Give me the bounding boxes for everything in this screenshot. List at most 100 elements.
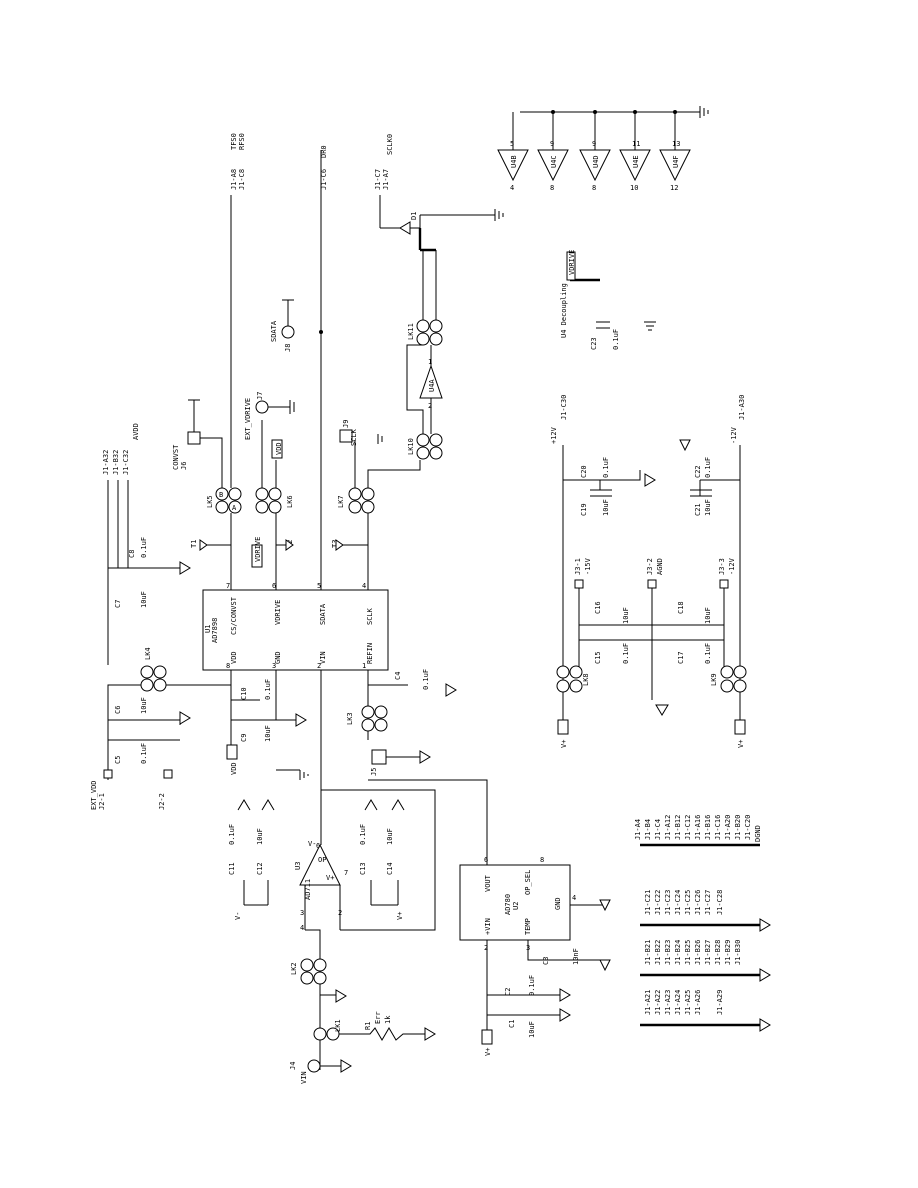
svg-text:U4F: U4F (672, 155, 680, 168)
svg-text:10uF: 10uF (622, 607, 630, 624)
link-lk3[interactable]: LK3 (346, 705, 388, 732)
svg-text:SCLK: SCLK (350, 428, 358, 446)
svg-text:J1-B29: J1-B29 (724, 940, 732, 965)
svg-text:V+: V+ (396, 912, 404, 920)
svg-text:J1-B24: J1-B24 (674, 940, 682, 965)
svg-text:2: 2 (484, 944, 488, 952)
svg-text:U3: U3 (294, 862, 302, 870)
svg-text:J4: J4 (289, 1062, 297, 1070)
svg-text:VIN: VIN (319, 651, 327, 664)
svg-text:10uF: 10uF (140, 591, 148, 608)
svg-text:C9: C9 (240, 734, 248, 742)
svg-text:AD711: AD711 (304, 879, 312, 900)
svg-text:6: 6 (272, 582, 276, 590)
svg-text:C19: C19 (580, 503, 588, 516)
svg-text:AGND: AGND (656, 558, 664, 575)
u1-ref: U1 (204, 625, 212, 633)
svg-text:10uF: 10uF (704, 607, 712, 624)
svg-text:10uF: 10uF (704, 499, 712, 516)
svg-text:GND: GND (274, 651, 282, 664)
svg-text:SDATA: SDATA (319, 603, 327, 625)
svg-text:J1-C12: J1-C12 (684, 815, 692, 840)
svg-text:TFS0: TFS0 (230, 133, 238, 150)
link-lk5[interactable]: LK5 (206, 487, 242, 514)
svg-text:SDATA: SDATA (270, 320, 278, 342)
svg-text:C6: C6 (114, 706, 122, 714)
u4-inverters: U4B U4C U4D U4E U4F 5 9 9 11 13 4 8 8 10… (497, 140, 691, 192)
svg-text:0.1uF: 0.1uF (228, 824, 236, 845)
svg-text:LK8: LK8 (582, 673, 590, 686)
svg-text:10uF: 10uF (602, 499, 610, 516)
svg-text:0.1uF: 0.1uF (704, 457, 712, 478)
svg-text:5: 5 (317, 582, 321, 590)
svg-text:J8: J8 (284, 344, 292, 352)
svg-text:A: A (232, 504, 237, 512)
svg-text:C14: C14 (386, 862, 394, 875)
j6-label: J6 (180, 462, 188, 470)
svg-text:AVDD: AVDD (132, 423, 140, 440)
svg-text:J1-B4: J1-B4 (644, 819, 652, 840)
svg-text:VDD: VDD (230, 651, 238, 664)
svg-text:C17: C17 (677, 651, 685, 664)
svg-text:3: 3 (300, 909, 304, 917)
svg-text:C1: C1 (508, 1020, 516, 1028)
svg-text:10nF: 10nF (572, 948, 580, 965)
svg-text:J1-A32: J1-A32 (102, 450, 110, 475)
svg-text:12: 12 (670, 184, 678, 192)
link-lk9[interactable]: LK9 (710, 665, 747, 693)
svg-text:OP: OP (318, 856, 326, 864)
svg-text:1: 1 (428, 358, 432, 366)
svg-text:J1-A4: J1-A4 (634, 819, 642, 840)
svg-text:8: 8 (550, 184, 554, 192)
svg-text:J1-B16: J1-B16 (704, 815, 712, 840)
svg-text:VOUT: VOUT (484, 874, 492, 892)
svg-text:0.1uF: 0.1uF (359, 824, 367, 845)
svg-text:J1-A25: J1-A25 (684, 990, 692, 1015)
svg-text:OP_SEL: OP_SEL (524, 870, 532, 895)
svg-text:C23: C23 (590, 337, 598, 350)
svg-text:J1-A26: J1-A26 (694, 990, 702, 1015)
svg-text:J1-C4: J1-C4 (654, 819, 662, 840)
svg-text:J1-C28: J1-C28 (716, 890, 724, 915)
svg-text:J1-A22: J1-A22 (654, 990, 662, 1015)
svg-text:6: 6 (316, 842, 320, 850)
svg-text:+12V: +12V (550, 426, 558, 444)
link-lk4[interactable]: LK4 (140, 647, 167, 692)
link-lk2[interactable]: LK2 (290, 958, 327, 985)
svg-text:10uF: 10uF (528, 1021, 536, 1038)
svg-text:0.1uF: 0.1uF (622, 643, 630, 664)
link-lk10[interactable]: LK10 (407, 433, 443, 460)
svg-text:J1-B26: J1-B26 (694, 940, 702, 965)
svg-text:J3-3: J3-3 (718, 558, 726, 575)
svg-text:4: 4 (572, 894, 576, 902)
svg-text:GND: GND (554, 897, 562, 910)
svg-text:J1-C23: J1-C23 (664, 890, 672, 915)
svg-text:J1-C25: J1-C25 (684, 890, 692, 915)
svg-text:J1-C6: J1-C6 (320, 169, 328, 190)
svg-text:0.1uF: 0.1uF (140, 537, 148, 558)
svg-text:LK7: LK7 (337, 495, 345, 508)
svg-text:J1-A21: J1-A21 (644, 990, 652, 1015)
link-lk1[interactable]: LK1 (313, 1019, 342, 1041)
svg-text:VDRIVE: VDRIVE (568, 250, 576, 275)
svg-text:J1-C27: J1-C27 (704, 890, 712, 915)
svg-text:J1-C16: J1-C16 (714, 815, 722, 840)
svg-text:0.1uF: 0.1uF (264, 679, 272, 700)
svg-text:J1-C8: J1-C8 (238, 169, 246, 190)
link-lk11[interactable]: LK11 (407, 319, 443, 346)
svg-text:VDRIVE: VDRIVE (274, 600, 282, 625)
link-lk8[interactable]: LK8 (556, 665, 590, 693)
svg-text:J1-C32: J1-C32 (122, 450, 130, 475)
svg-text:C12: C12 (256, 862, 264, 875)
svg-text:4: 4 (362, 582, 366, 590)
svg-text:J1-C26: J1-C26 (694, 890, 702, 915)
svg-text:C7: C7 (114, 600, 122, 608)
link-lk7[interactable]: LK7 (337, 487, 375, 514)
link-lk6[interactable]: LK6 (255, 487, 294, 514)
svg-text:J1-B28: J1-B28 (714, 940, 722, 965)
svg-text:J1-B23: J1-B23 (664, 940, 672, 965)
svg-text:C11: C11 (228, 862, 236, 875)
svg-text:J1-B32: J1-B32 (112, 450, 120, 475)
svg-text:REFIN: REFIN (366, 643, 374, 664)
